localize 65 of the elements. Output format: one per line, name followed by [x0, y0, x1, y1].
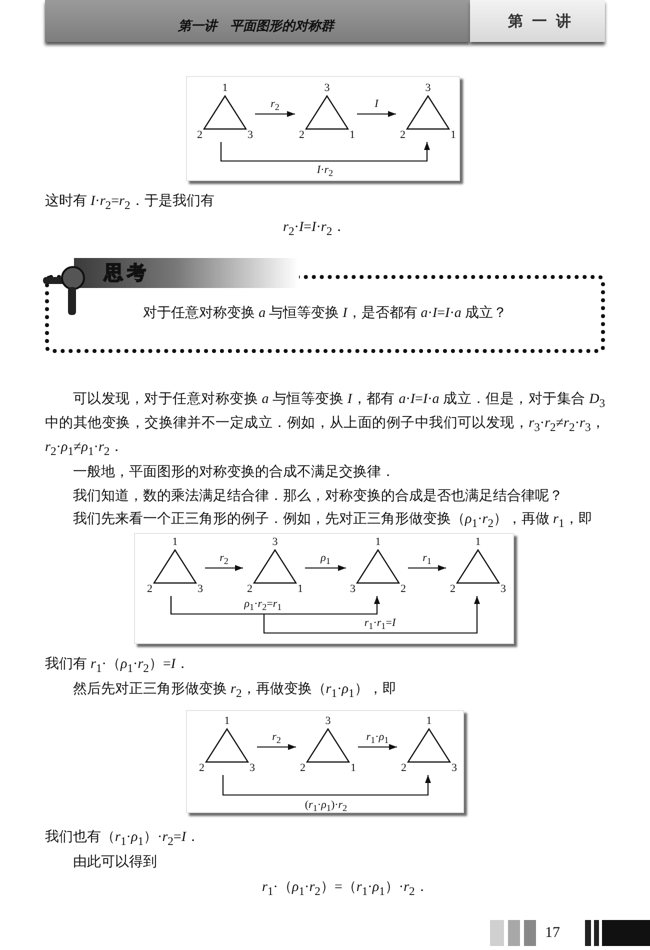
vertex-label: 3 — [198, 583, 203, 595]
vertex-label: 3 — [323, 82, 331, 94]
sentence: 由此可以得到 — [73, 854, 157, 872]
paragraph: 我们先来看一个正三角形的例子．例如，先对正三角形做变换（ρ$_{1}$·r$_{2}$），再做 r$_{1}$，即 — [72, 510, 594, 532]
sentence: 然后先对正三角形做变换 r$_{2}$，再做变换（r$_{1}$·ρ$_{1}$），即 — [73, 680, 396, 702]
vertex-label: 1 — [221, 82, 229, 94]
vertex-label: 3 — [452, 762, 457, 774]
vertex-label: 3 — [324, 715, 332, 727]
edge-label: I·r$_{2}$ — [314, 164, 336, 176]
vertex-label: 1 — [298, 583, 303, 595]
chapter-title: 第一讲 — [508, 12, 580, 31]
vertex-label: 2 — [450, 583, 456, 595]
vertex-label: 2 — [197, 129, 202, 141]
arrow — [257, 744, 296, 750]
arrow — [220, 142, 430, 162]
figure-frame — [186, 710, 464, 813]
vertex-label: 1 — [171, 536, 179, 548]
arrow — [408, 565, 446, 571]
vertex-label: 3 — [350, 583, 356, 595]
arrow — [305, 565, 346, 571]
sentence: 这时有 I·r$_{2}$=r$_{2}$．于是我们有 — [45, 192, 214, 214]
vertex-label: 3 — [500, 583, 506, 595]
vertex-label: 3 — [250, 762, 255, 774]
vertex-label: 1 — [474, 536, 482, 548]
formula: r$_{1}$·（ρ$_{1}$·r$_{2}$）=（r$_{1}$·ρ$_{1}$）·r$_{2}$． — [262, 879, 429, 900]
vertex-label: 2 — [247, 583, 252, 595]
vertex-label: 3 — [271, 536, 279, 548]
sentence: 我们也有（r$_{1}$·ρ$_{1}$）·r$_{2}$=I． — [45, 828, 200, 850]
vertex-label: 1 — [350, 129, 355, 141]
vertex-label: 2 — [400, 129, 406, 141]
vertex-label: 1 — [425, 715, 433, 727]
vertex-label: 2 — [300, 762, 306, 774]
edge-label: (r$_{1}$·ρ$_{1}$)·r$_{2}$ — [302, 799, 350, 811]
figure-frame — [186, 76, 460, 181]
edge-label: r$_{1}$·r$_{1}$=I — [362, 617, 398, 629]
arrow — [170, 596, 480, 634]
chapter-tab — [470, 0, 605, 42]
vertex-label: 1 — [223, 715, 231, 727]
header-title: 第一讲 平面图形的对称群 — [178, 18, 334, 35]
vertex-label: 3 — [248, 129, 253, 141]
sentence: 我们有 r$_{1}$·（ρ$_{1}$·r$_{2}$）=I． — [45, 656, 190, 677]
vertex-label: 1 — [374, 536, 382, 548]
vertex-label: 2 — [299, 129, 304, 141]
arrow — [205, 565, 243, 571]
figure-frame — [134, 533, 514, 644]
formula: r$_{2}$·I=I·r$_{2}$． — [283, 219, 346, 240]
arrow — [357, 111, 396, 117]
arrow — [222, 775, 431, 796]
paragraph: 一般地，平面图形的对称变换的合成不满足交换律． — [72, 463, 396, 482]
vertex-label: 1 — [350, 762, 356, 774]
vertex-label: 2 — [401, 762, 406, 774]
header-band — [45, 0, 470, 42]
vertex-label: 3 — [424, 82, 432, 94]
paragraph: 可以发现，对于任意对称变换 a 与恒等变换 I，都有 a·I=I·a 成立．但是，对于集合 D$_{3}$ 中的其他变换，交换律并不一定成立．例如，从上面的例子中我们可以发现，r$_{3}$·r$_{2}$≠r$_{2}$·r$_{3}$，r$_{2}$·ρ$_{1}$≠ρ$_{1}$·r$_{2}$． — [45, 390, 605, 460]
paragraph: 我们知道，数的乘法满足结合律．那么，对称变换的合成是否也满足结合律呢？ — [72, 487, 564, 506]
vertex-label: 1 — [450, 129, 456, 141]
question-text: 对于任意对称变换 a 与恒等变换 I，是否都有 a·I=I·a 成立？ — [142, 304, 508, 323]
vertex-label: 2 — [199, 762, 204, 774]
edge-label: I — [372, 98, 380, 110]
vertex-label: 2 — [147, 583, 152, 595]
arrow — [255, 111, 295, 117]
page-number: 17 — [545, 924, 560, 943]
vertex-label: 2 — [400, 583, 406, 595]
arrow — [358, 744, 397, 750]
heading-banner: 思考 — [74, 258, 299, 288]
